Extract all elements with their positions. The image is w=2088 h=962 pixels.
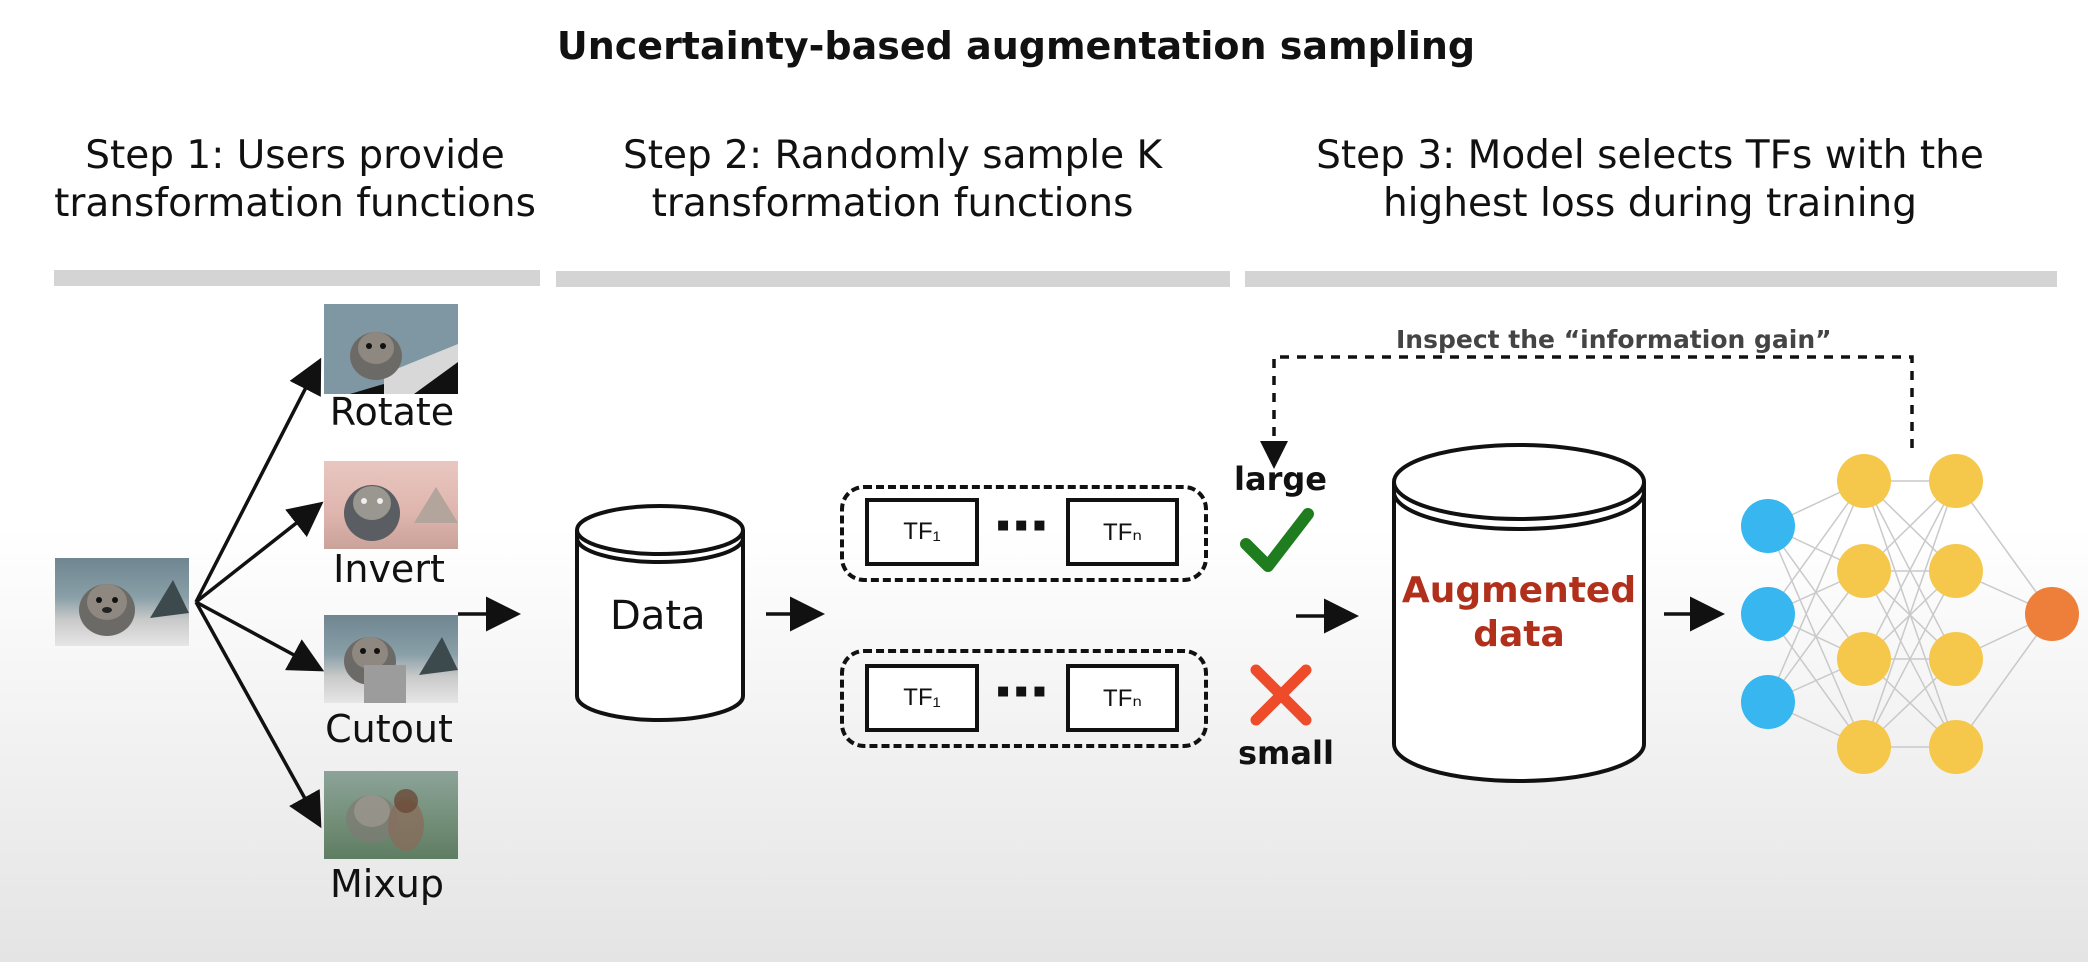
hidden-node	[1837, 720, 1891, 774]
step-3-line-1: Step 3: Model selects TFs with the	[1316, 133, 1984, 178]
inspect-information-gain-label: Inspect the “information gain”	[1396, 325, 1832, 354]
source-animal-drawing	[79, 580, 189, 636]
step-3-line-2: highest loss during training	[1382, 181, 1918, 226]
ellipsis-2: ▪▪▪	[996, 669, 1051, 713]
hidden-node	[1837, 544, 1891, 598]
step-2-heading: Step 2: Randomly sample K transformation…	[580, 132, 1205, 228]
network-nodes	[1741, 454, 2079, 774]
input-node	[1741, 499, 1795, 553]
feedback-loop	[1260, 355, 1914, 469]
network-edge	[1955, 613, 2053, 748]
rotate-label: Rotate	[329, 390, 455, 434]
cutout-photo-drawing	[344, 637, 458, 703]
hidden-node	[1929, 544, 1983, 598]
tf-first-box-2: TF₁	[865, 664, 979, 732]
augmented-data-label: Augmented data	[1394, 569, 1644, 657]
network-edge	[1767, 480, 1865, 703]
cross-icon	[1250, 664, 1312, 726]
fanout-arrows	[194, 357, 1725, 829]
step-1-line-2: transformation functions	[54, 181, 536, 226]
cutout-image	[324, 615, 458, 703]
ellipsis-1: ▪▪▪	[996, 503, 1051, 547]
step-2-divider	[556, 271, 1230, 287]
step-1-heading: Step 1: Users provide transformation fun…	[30, 132, 560, 228]
tf-last-box-2: TFₙ	[1066, 664, 1179, 732]
input-node	[1741, 675, 1795, 729]
augmented-data-cylinder	[1392, 443, 1646, 783]
data-cylinder	[575, 504, 745, 722]
tf-last-box-1: TFₙ	[1066, 498, 1179, 566]
tf-first-box-1: TF₁	[865, 498, 979, 566]
tf-sample-group-2	[840, 649, 1208, 748]
hidden-node	[1837, 632, 1891, 686]
augmented-line-2: data	[1473, 614, 1565, 655]
network-edge	[1863, 570, 1957, 748]
invert-image	[324, 461, 458, 549]
network-edge	[1767, 480, 1865, 615]
network-edge	[1955, 480, 2053, 615]
mixup-image	[324, 771, 458, 859]
large-label: large	[1234, 460, 1327, 498]
mixup-photo-drawing	[346, 789, 424, 851]
diagram-title: Uncertainty-based augmentation sampling	[556, 24, 1476, 68]
small-label: small	[1238, 734, 1334, 772]
step-2-line-1: Step 2: Randomly sample K	[622, 133, 1163, 178]
input-node	[1741, 587, 1795, 641]
neural-network	[1741, 454, 2079, 774]
augmented-line-1: Augmented	[1401, 570, 1637, 611]
step-3-divider	[1245, 271, 2057, 287]
step-2-line-2: transformation functions	[651, 181, 1134, 226]
output-node	[2025, 587, 2079, 641]
step-1-divider	[54, 270, 540, 286]
invert-photo-drawing	[344, 485, 458, 541]
data-label: Data	[610, 593, 706, 639]
hidden-node	[1837, 454, 1891, 508]
step-1-line-1: Step 1: Users provide	[85, 133, 505, 178]
mixup-label: Mixup	[329, 862, 445, 906]
source-image	[55, 558, 189, 646]
check-icon	[1240, 508, 1314, 572]
hidden-node	[1929, 720, 1983, 774]
cutout-label: Cutout	[325, 707, 453, 751]
network-edge	[1863, 480, 1957, 660]
network-edges	[1767, 480, 2053, 748]
invert-label: Invert	[333, 547, 445, 591]
rotate-photo-drawing	[324, 304, 458, 394]
arrow-to-mixup	[194, 601, 322, 829]
arrow-to-rotate	[194, 357, 322, 603]
tf-sample-group-1	[840, 485, 1208, 582]
arrow-to-invert	[194, 501, 324, 604]
network-edge	[1767, 570, 1865, 703]
arrow-to-cutout	[195, 600, 325, 672]
hidden-node	[1929, 632, 1983, 686]
hidden-node	[1929, 454, 1983, 508]
network-edge	[1863, 480, 1957, 748]
step-3-heading: Step 3: Model selects TFs with the highe…	[1240, 132, 2060, 228]
rotate-image	[324, 304, 458, 394]
